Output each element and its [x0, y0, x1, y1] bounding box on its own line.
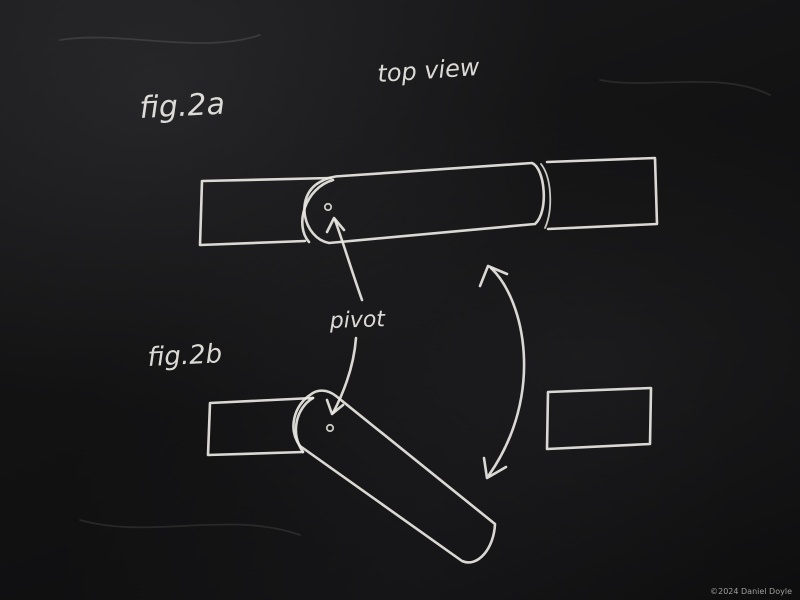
fig-2a-rotating-arm: [303, 161, 546, 245]
rotation-arrow-bottom-head: [482, 456, 508, 480]
pivot-arrow-down: [331, 336, 358, 415]
chalk-smudge: [79, 519, 301, 536]
fig-2a-arm-end-arc: [540, 163, 552, 229]
pivot-arrow-up: [333, 218, 364, 302]
rotation-arrow-arc: [487, 266, 526, 477]
pivot-arrow-down-head: [325, 398, 345, 416]
fig-2b-right-block: [545, 386, 653, 451]
fig-2b-rotating-arm: [292, 389, 497, 564]
pivot-arrow-up-head: [325, 216, 346, 234]
fig-2a-pivot-point: [323, 202, 333, 212]
chalk-smudge: [59, 34, 261, 44]
fig-2a-right-block: [545, 156, 659, 231]
top-view-label: top view: [376, 53, 480, 88]
fig-2b-pivot-point: [325, 423, 335, 433]
copyright-credit: ©2024 Daniel Doyle: [710, 587, 792, 596]
fig-2a-label: fig.2a: [139, 87, 226, 126]
fig-2b-left-block: [206, 396, 315, 457]
rotation-arrow-top-head: [478, 264, 509, 288]
pivot-label: pivot: [328, 307, 386, 334]
fig-2a-left-block: [198, 176, 333, 247]
fig-2b-label: fig.2b: [147, 339, 223, 373]
chalk-smudge: [599, 79, 771, 96]
